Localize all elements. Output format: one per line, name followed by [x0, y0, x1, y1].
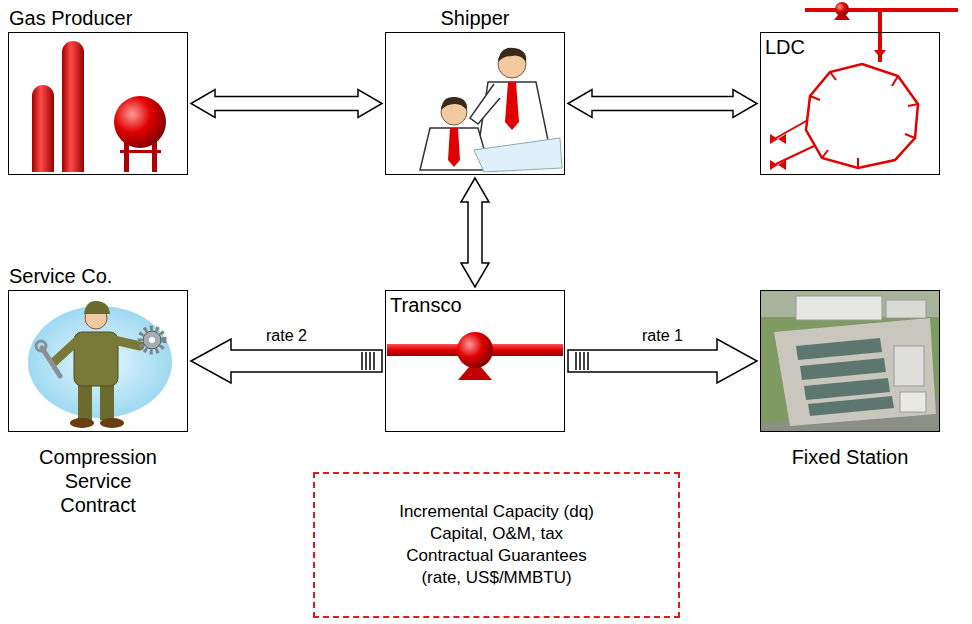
entity-box: Shipper	[385, 32, 565, 175]
note-line: Incremental Capacity (dq)	[392, 501, 602, 523]
ldc-network-icon-part	[806, 64, 918, 168]
station-photo-part	[900, 392, 926, 412]
block-arrow-connector	[568, 339, 757, 383]
entity-box: Gas Producer	[8, 32, 188, 175]
station-photo-part	[894, 346, 924, 386]
arrow-tail-mark	[361, 352, 363, 370]
ldc-network-icon-part	[810, 96, 820, 100]
gas-tanks-icon-part	[114, 96, 166, 148]
ldc-network-icon-part	[776, 146, 814, 164]
shipper-people-icon	[420, 48, 562, 172]
service-man-icon-part	[100, 418, 124, 428]
entity-box: LDC	[760, 32, 940, 175]
service-man-icon-part	[84, 301, 110, 314]
service-man-icon-part	[54, 340, 78, 362]
shipper-people-icon-part	[441, 97, 467, 110]
station-photo-part	[774, 318, 936, 426]
arrow-tail-mark	[365, 352, 367, 370]
station-photo-part	[796, 338, 882, 360]
compressor-pipe-icon-part	[457, 332, 493, 368]
ldc-network-icon-part	[874, 50, 886, 58]
shipper-people-icon-part	[470, 84, 500, 124]
node-heading: Fixed Station	[760, 445, 940, 469]
dashed-note-box: Incremental Capacity (dq)Capital, O&M, t…	[313, 472, 680, 618]
node-heading: LDC	[765, 35, 805, 59]
block-arrow	[191, 339, 382, 383]
block-arrow-connector	[568, 90, 757, 118]
arrow-tail-mark	[579, 352, 581, 370]
ldc-network-icon-part	[835, 2, 849, 16]
note-line: Capital, O&M, tax	[392, 523, 602, 545]
arrow-tail-mark	[369, 352, 371, 370]
gas-tanks-icon	[32, 41, 166, 172]
gas-tanks-icon-part	[120, 150, 161, 153]
service-man-icon-part	[143, 331, 161, 349]
shipper-people-icon-part	[448, 128, 460, 167]
station-photo-part	[804, 378, 890, 400]
block-arrow-connector	[461, 178, 489, 287]
edge-label: rate 2	[263, 326, 310, 345]
ldc-network-icon-part	[822, 150, 828, 158]
arrow-tail-mark	[583, 352, 585, 370]
node-heading: Service Co.	[9, 264, 112, 288]
node-caption: Compression Service Contract	[28, 445, 168, 517]
service-man-icon	[28, 301, 172, 428]
service-man-icon-part	[70, 418, 94, 428]
gas-tanks-icon-part	[62, 41, 84, 172]
ldc-network-icon	[770, 2, 958, 170]
service-man-icon-part	[36, 341, 46, 351]
block-arrow-connector	[191, 90, 382, 118]
station-photo-part	[796, 296, 882, 320]
station-photo	[761, 291, 939, 431]
ldc-network-icon-part	[776, 120, 808, 138]
note-line: Contractual Guarantees (rate, US$/MMBTU)	[392, 545, 602, 589]
service-man-icon-part	[42, 348, 60, 376]
station-photo-part	[800, 358, 886, 380]
shipper-people-icon-part	[474, 138, 562, 172]
block-arrow	[568, 339, 757, 383]
service-man-icon-part	[149, 337, 155, 343]
station-photo-part	[808, 396, 894, 416]
block-arrow-connector	[191, 339, 382, 383]
entity-box: Transco	[385, 290, 565, 432]
node-heading: Shipper	[386, 6, 564, 30]
edge-label: rate 1	[639, 326, 686, 345]
block-arrow	[568, 90, 757, 118]
station-photo-part	[761, 291, 939, 431]
ldc-network-icon-part	[770, 134, 786, 144]
ldc-network-icon-part	[908, 104, 918, 106]
arrow-tail-mark	[575, 352, 577, 370]
station-photo-part	[886, 300, 926, 318]
ldc-network-icon-part	[830, 72, 836, 80]
block-arrow	[461, 178, 489, 287]
entity-box: Service Co.Compression Service Contract	[8, 290, 188, 432]
arrow-tail-mark	[587, 352, 589, 370]
gas-tanks-icon-part	[32, 85, 54, 172]
compressor-pipe-icon	[387, 332, 563, 380]
ldc-network-icon-part	[892, 76, 898, 86]
shipper-people-icon-part	[498, 48, 526, 62]
block-arrow	[191, 90, 382, 118]
ldc-network-icon-part	[857, 158, 859, 168]
ldc-network-icon-part	[905, 134, 915, 138]
service-man-icon-part	[140, 328, 164, 352]
shipper-people-icon-part	[505, 82, 519, 130]
service-man-icon-part	[114, 340, 140, 346]
arrow-tail-mark	[373, 352, 375, 370]
node-heading: Gas Producer	[9, 6, 132, 30]
node-heading: Transco	[390, 293, 462, 317]
ldc-network-icon-part	[770, 160, 786, 170]
entity-box: Fixed Station	[760, 290, 940, 432]
